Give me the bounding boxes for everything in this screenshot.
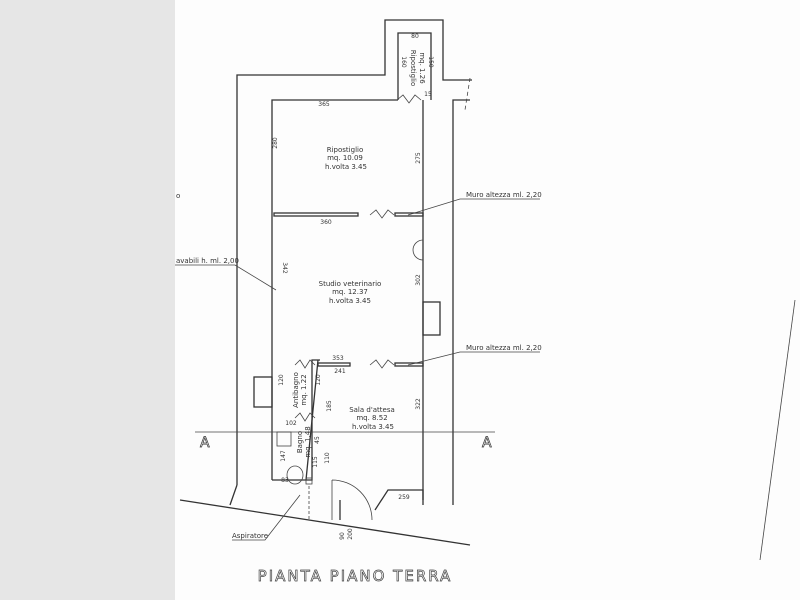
dim: 110	[324, 452, 331, 464]
room-ripostiglio-name: Ripostiglio	[327, 146, 364, 154]
dim: 241	[334, 368, 346, 375]
plan-title: PIANTA PIANO TERRA	[258, 567, 453, 585]
note-muro-altezza-2: Muro altezza ml. 2,20	[466, 344, 542, 352]
dim: 45	[314, 436, 321, 444]
room-studio-area: mq. 12.37	[332, 288, 368, 296]
dim: 322	[415, 398, 422, 410]
room-sala-area: mq. 8.52	[356, 414, 387, 422]
dim: 15	[424, 91, 432, 98]
dim: 275	[415, 152, 422, 164]
section-marker-left: A	[200, 435, 210, 451]
dim-door: 200	[347, 528, 354, 540]
dim: 302	[415, 274, 422, 286]
section-line: A A	[195, 431, 495, 451]
room-bagno-name: Bagno	[296, 431, 304, 453]
room-sala-name: Sala d'attesa	[349, 406, 395, 414]
dim: 185	[326, 400, 333, 412]
note-muro-altezza-1: Muro altezza ml. 2,20	[466, 191, 542, 199]
dim: 120	[278, 374, 285, 386]
note-left: avabili h. ml. 2,00	[176, 257, 239, 265]
room-ripostiglio-small-area: mq. 1.26	[418, 52, 426, 84]
dim: 360	[320, 219, 332, 226]
note-aspiratore: Aspiratore	[232, 532, 268, 540]
room-antibagno-name: Antibagno	[292, 372, 300, 408]
walls	[179, 19, 796, 561]
room-studio-height: h.volta 3.45	[329, 297, 371, 305]
dim: 280	[272, 137, 279, 149]
room-ripostiglio-height: h.volta 3.45	[325, 163, 367, 171]
room-bagno-area: mq. 1.48	[304, 426, 312, 457]
room-sala-height: h.volta 3.45	[352, 423, 394, 431]
dim: 365	[318, 101, 330, 108]
dim: 160	[400, 56, 407, 68]
dim: 259	[398, 494, 410, 501]
room-ripostiglio-area: mq. 10.09	[327, 154, 363, 162]
dim: 353	[332, 355, 344, 362]
dim: 115	[312, 456, 319, 468]
dim: 80	[411, 33, 419, 40]
partitions	[253, 94, 441, 521]
dim: 150	[427, 56, 434, 68]
dim: 342	[281, 262, 288, 274]
note-left-fragment: o	[176, 192, 180, 200]
dim: 83	[281, 477, 289, 484]
room-ripostiglio-small-name: Ripostiglio	[409, 50, 417, 87]
room-studio-name: Studio veterinario	[319, 280, 382, 288]
scan-margin	[0, 0, 175, 600]
dim-door: 90	[339, 532, 346, 540]
room-antibagno-area: mq. 1.22	[300, 374, 308, 405]
leaders	[175, 198, 540, 541]
dim: 102	[285, 420, 297, 427]
section-marker-right: A	[482, 435, 492, 451]
dim: 120	[315, 374, 322, 386]
dim: 147	[280, 450, 287, 462]
